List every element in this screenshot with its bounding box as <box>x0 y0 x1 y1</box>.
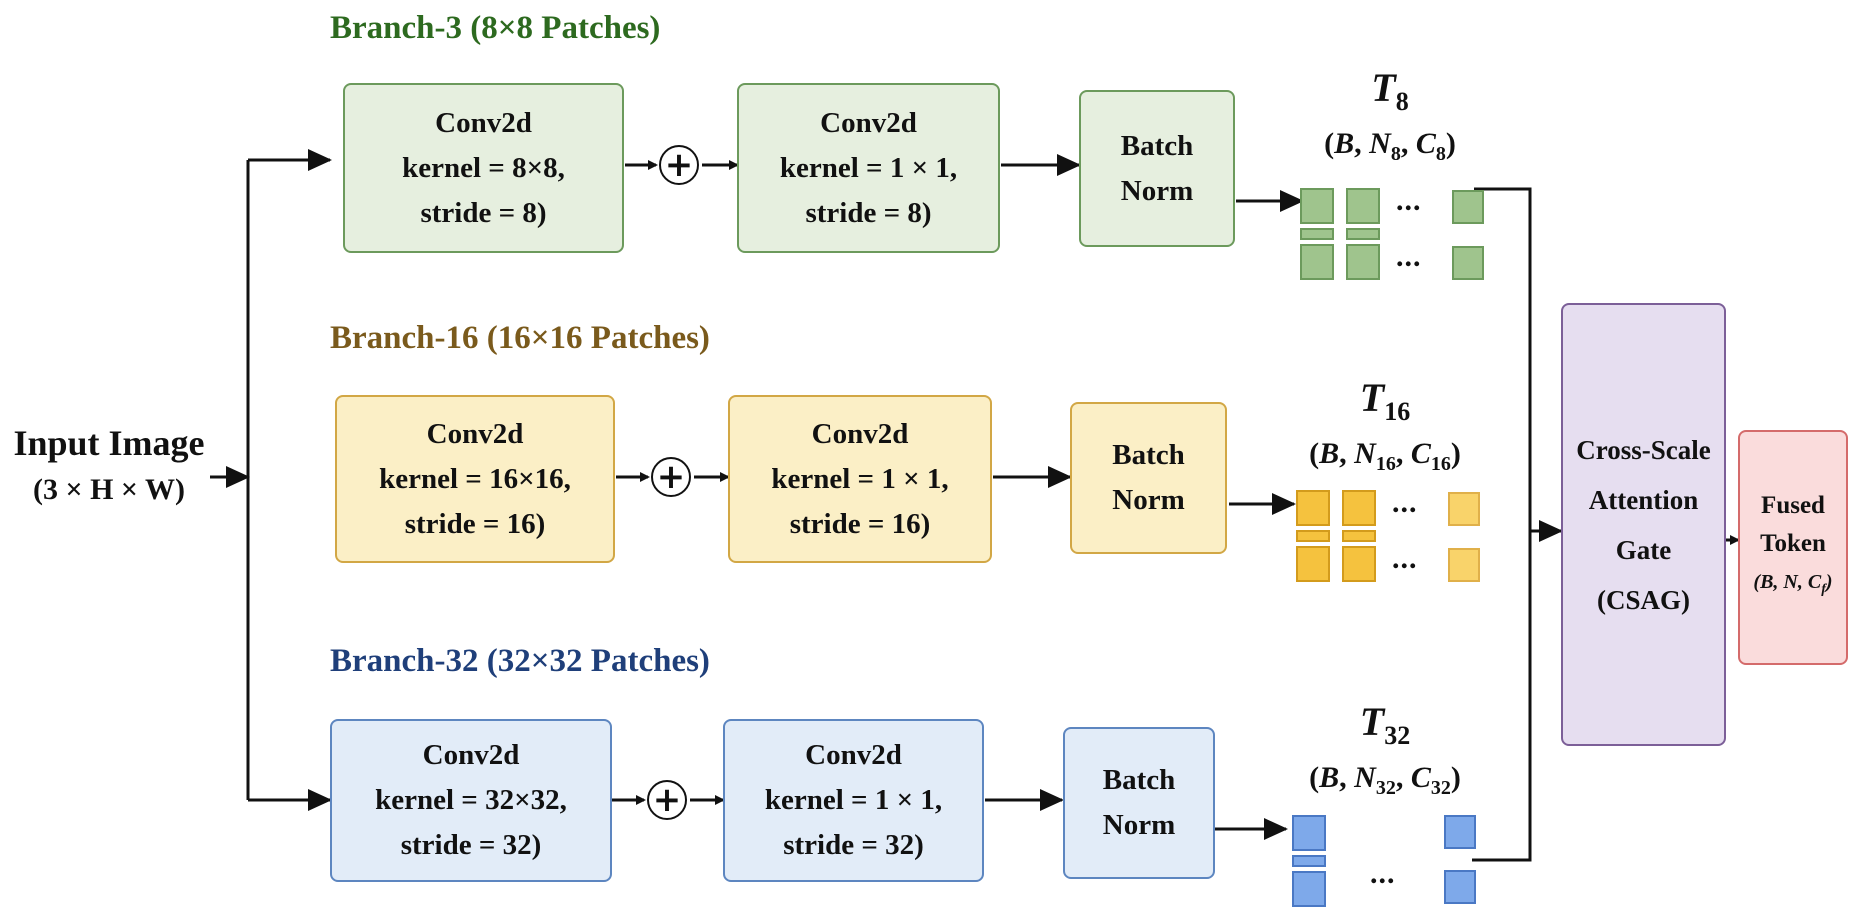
csag-line-2: Attention <box>1588 484 1699 515</box>
token-shape: (B, N16, C16) <box>1309 437 1461 475</box>
conv-kernel: kernel = 16×16, <box>379 462 571 495</box>
add-operator-icon: + <box>659 145 699 185</box>
branch-32-batch-norm: Batch Norm <box>1063 727 1215 879</box>
branch-3-batch-norm: Batch Norm <box>1079 90 1235 247</box>
token-cell <box>1452 190 1484 224</box>
token-cell <box>1346 188 1380 224</box>
token-cell <box>1292 815 1326 851</box>
branch-3-conv2d-patch: Conv2d kernel = 8×8, stride = 8) <box>343 83 624 253</box>
conv-title: Conv2d <box>811 417 909 450</box>
token-cell <box>1342 546 1376 582</box>
branch-3-conv2d-1x1: Conv2d kernel = 1 × 1, stride = 8) <box>737 83 1000 253</box>
norm-line-1: Batch <box>1102 764 1176 796</box>
token-32-grid: ... <box>1292 815 1482 907</box>
input-title: Input Image <box>13 423 205 463</box>
token-symbol: T16 <box>1359 375 1411 427</box>
token-cell <box>1444 815 1476 849</box>
csag-box: Cross-Scale Attention Gate (CSAG) <box>1561 303 1726 746</box>
conv-stride: stride = 32) <box>783 829 924 861</box>
ellipsis: ... <box>1396 184 1422 217</box>
token-cell <box>1448 548 1480 582</box>
token-8-grid: ... ... <box>1300 184 1490 288</box>
norm-line-2: Norm <box>1102 809 1176 841</box>
csag-line-3: Gate <box>1615 534 1672 565</box>
add-operator-icon: + <box>647 780 687 820</box>
conv-stride: stride = 8) <box>805 196 932 229</box>
input-image-label: Input Image (3 × H × W) <box>2 418 216 512</box>
token-cell <box>1300 188 1334 224</box>
norm-line-2: Norm <box>1112 484 1185 516</box>
branch-32-conv2d-patch: Conv2d kernel = 32×32, stride = 32) <box>330 719 612 882</box>
ellipsis: ... <box>1392 542 1418 575</box>
token-shape: (B, N8, C8) <box>1324 127 1456 165</box>
token-cell <box>1346 228 1380 240</box>
branch-16-batch-norm: Batch Norm <box>1070 402 1227 554</box>
token-cell <box>1296 546 1330 582</box>
token-cell <box>1300 244 1334 280</box>
token-cell <box>1292 855 1326 867</box>
csag-line-4: (CSAG) <box>1597 584 1690 615</box>
ellipsis: ... <box>1392 486 1418 519</box>
token-cell <box>1346 244 1380 280</box>
conv-title: Conv2d <box>426 417 524 450</box>
norm-line-2: Norm <box>1120 174 1194 207</box>
token-cell <box>1342 530 1376 542</box>
conv-stride: stride = 16) <box>789 507 931 540</box>
input-shape: (3 × H × W) <box>33 473 185 506</box>
fused-line-1: Fused <box>1761 491 1825 519</box>
token-cell <box>1444 870 1476 904</box>
csag-line-1: Cross-Scale <box>1576 434 1711 465</box>
branch-16-conv2d-patch: Conv2d kernel = 16×16, stride = 16) <box>335 395 615 563</box>
conv-kernel: kernel = 8×8, <box>402 151 565 184</box>
token-symbol: T32 <box>1359 699 1411 751</box>
token-cell <box>1296 490 1330 526</box>
norm-line-1: Batch <box>1120 129 1194 162</box>
conv-kernel: kernel = 1 × 1, <box>771 462 949 495</box>
conv-kernel: kernel = 1 × 1, <box>764 784 943 816</box>
fused-token-box: Fused Token (B, N, Cf) <box>1738 430 1848 665</box>
branch-16-title: Branch-16 (16×16 Patches) <box>330 320 710 356</box>
add-operator-icon: + <box>651 457 691 497</box>
token-16-label: T16 (B, N16, C16) <box>1280 376 1490 484</box>
norm-line-1: Batch <box>1112 439 1185 471</box>
token-shape: (B, N32, C32) <box>1309 761 1461 799</box>
fused-line-2: Token <box>1760 529 1826 557</box>
branch-32-conv2d-1x1: Conv2d kernel = 1 × 1, stride = 32) <box>723 719 984 882</box>
conv-title: Conv2d <box>435 106 532 139</box>
conv-stride: stride = 8) <box>420 196 547 229</box>
token-cell <box>1452 246 1484 280</box>
token-cell <box>1448 492 1480 526</box>
ellipsis: ... <box>1396 240 1422 273</box>
conv-kernel: kernel = 32×32, <box>375 784 567 816</box>
token-16-grid: ... ... <box>1296 486 1486 590</box>
conv-title: Conv2d <box>805 739 902 771</box>
fused-shape: (B, N, Cf) <box>1753 570 1833 597</box>
token-32-label: T32 (B, N32, C32) <box>1280 700 1490 808</box>
conv-title: Conv2d <box>422 739 520 771</box>
branch-3-title: Branch-3 (8×8 Patches) <box>330 10 661 46</box>
token-symbol: T8 <box>1371 65 1409 117</box>
branch-32-title: Branch-32 (32×32 Patches) <box>330 643 710 679</box>
token-cell <box>1300 228 1334 240</box>
conv-stride: stride = 16) <box>404 507 546 540</box>
conv-kernel: kernel = 1 × 1, <box>779 151 958 184</box>
conv-title: Conv2d <box>820 106 917 139</box>
token-cell <box>1342 490 1376 526</box>
token-8-label: T8 (B, N8, C8) <box>1290 66 1490 174</box>
token-cell <box>1296 530 1330 542</box>
conv-stride: stride = 32) <box>400 829 542 861</box>
branch-16-conv2d-1x1: Conv2d kernel = 1 × 1, stride = 16) <box>728 395 992 563</box>
ellipsis: ... <box>1370 857 1396 890</box>
